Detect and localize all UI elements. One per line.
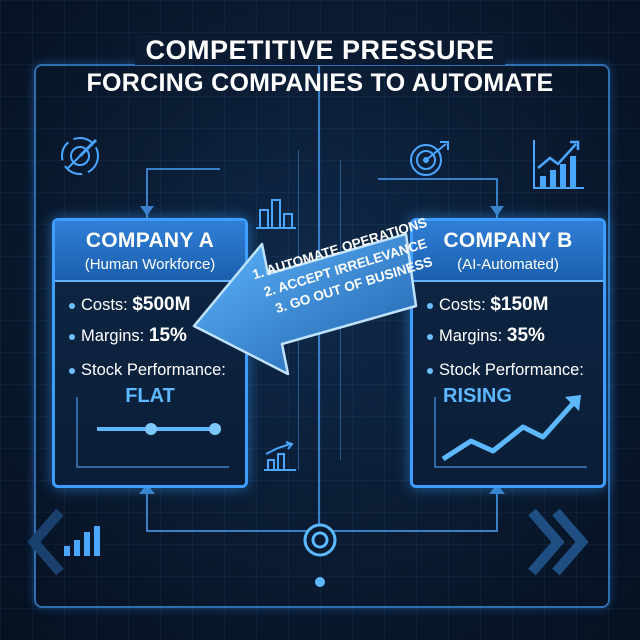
bullet-icon — [427, 302, 433, 309]
company-a-subtitle: (Human Workforce) — [84, 256, 216, 273]
arrow-up-b — [489, 484, 505, 494]
outer-frame — [34, 64, 610, 608]
title: Competitive Pressure Forcing Companies t… — [0, 34, 640, 99]
company-a-flat-chart — [76, 397, 229, 468]
arrow-down-b — [490, 206, 504, 216]
company-b-name: Company B — [443, 229, 573, 252]
title-line-2: Forcing Companies to Automate — [86, 68, 554, 97]
connector-b-bottom — [496, 482, 498, 532]
bullet-icon — [427, 367, 433, 374]
bullet-icon — [427, 333, 433, 340]
growth-icon — [264, 441, 296, 471]
target-icon — [410, 141, 449, 176]
connector-a-top-h — [146, 168, 220, 170]
company-b-subtitle: (AI-Automated) — [457, 256, 559, 273]
connector-b-top — [496, 178, 498, 218]
connector-b-top-h — [378, 178, 498, 180]
chevrons-decoration — [528, 508, 589, 576]
chevrons-decoration-left — [27, 508, 64, 576]
company-a-margins: Margins: 15% — [55, 325, 245, 347]
company-b-performance-label: Stock Performance: — [413, 361, 603, 380]
company-b-header: Company B (AI-Automated) — [413, 221, 603, 282]
company-b-rising-chart — [434, 395, 587, 468]
connector-a-bottom — [146, 482, 148, 532]
bullet-icon — [69, 367, 75, 374]
buildings-icon — [256, 199, 296, 229]
company-a-costs: Costs: $500M — [55, 294, 245, 316]
arrow-up-a — [139, 484, 155, 494]
company-a-header: Company A (Human Workforce) — [55, 221, 245, 282]
bullet-icon — [69, 333, 75, 340]
connector-a-top — [146, 168, 148, 218]
company-b-performance-value: RISING — [443, 385, 512, 407]
company-b-card: Company B (AI-Automated) Costs: $150M Ma… — [410, 218, 606, 488]
company-a-performance-value: FLAT — [125, 385, 175, 407]
arrow-down-a — [140, 206, 154, 216]
company-a-performance-label: Stock Performance: — [55, 361, 245, 380]
company-b-costs: Costs: $150M — [413, 294, 603, 316]
company-a-card: Company A (Human Workforce) Costs: $500M… — [52, 218, 248, 488]
rising-chart-icon — [533, 140, 584, 189]
company-a-name: Company A — [85, 229, 215, 252]
compass-icon — [61, 137, 99, 175]
bar-chart-icon — [64, 526, 100, 556]
big-left-arrow — [192, 232, 418, 376]
company-b-margins: Margins: 35% — [413, 325, 603, 347]
circuit-dot — [315, 577, 325, 587]
bullet-icon — [69, 302, 75, 309]
title-line-1: Competitive Pressure — [135, 35, 505, 65]
circuit-node-icon — [303, 523, 337, 557]
